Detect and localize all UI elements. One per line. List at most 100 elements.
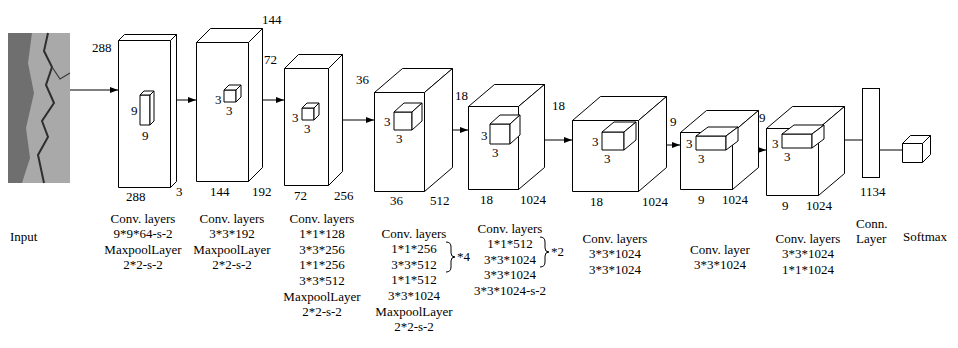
input-image: Input xyxy=(8,33,70,183)
kernel-size: 9 xyxy=(142,128,149,143)
kernel-cube xyxy=(782,125,824,148)
cube-face xyxy=(681,133,733,190)
photo-shadow xyxy=(8,33,34,183)
node-outline xyxy=(118,34,176,188)
curly-brace xyxy=(446,242,455,272)
cube-face xyxy=(726,127,738,150)
dimension-label: 72 xyxy=(294,188,307,203)
cube-face xyxy=(573,121,639,192)
cube-face xyxy=(119,35,177,41)
layer-spec: 2*2-s-2 xyxy=(123,257,163,272)
dimension-label: 288 xyxy=(126,189,146,204)
cube-face xyxy=(329,55,343,186)
feature-map: 18181024 xyxy=(572,96,666,192)
cube-face xyxy=(519,85,545,190)
layer-spec: Conv. layers xyxy=(583,231,648,246)
kernel-cube xyxy=(490,115,520,144)
dimension-label: 144 xyxy=(262,12,282,27)
layer-spec: MaxpoolLayer xyxy=(104,242,181,257)
cube-face xyxy=(314,103,319,120)
feature-map: 18181024 xyxy=(468,84,544,190)
dimension-label: 3 xyxy=(176,184,183,199)
layer-spec: 2*2-s-2 xyxy=(394,319,434,334)
layer-spec: 9*9*64-s-2 xyxy=(113,226,172,241)
dimension-label: 72 xyxy=(264,52,277,67)
feature-map: 991024 xyxy=(766,106,844,196)
cube-face xyxy=(249,29,263,182)
layer-cuboid xyxy=(903,136,931,163)
layer-cuboid xyxy=(767,107,845,196)
layer-spec: MaxpoolLayer xyxy=(283,289,360,304)
node-outline xyxy=(374,68,452,192)
layer-spec: 3*3*1024 xyxy=(589,262,641,277)
kernel-size: 3 xyxy=(226,103,233,118)
cube-face xyxy=(236,85,241,102)
layer-cuboid xyxy=(285,55,343,186)
layer-cuboid xyxy=(573,97,667,192)
layer-spec: 1*1*512 xyxy=(391,272,437,287)
cube-face xyxy=(624,122,636,150)
flow-arrow xyxy=(844,140,862,141)
node-outline xyxy=(8,33,70,183)
flow-arrow xyxy=(70,90,118,91)
dimension-label: 288 xyxy=(92,40,112,55)
layer-spec: 1*1*256 xyxy=(391,241,437,256)
kernel-cube xyxy=(302,103,319,120)
kernel-cube xyxy=(394,103,422,130)
dimension-label: 9 xyxy=(759,110,766,125)
layer-spec: 3*3*1024 xyxy=(484,267,536,282)
layer-spec: 3*3*1024 xyxy=(388,288,440,303)
node-outline xyxy=(572,96,666,192)
dimension-label: 18 xyxy=(480,192,493,207)
kernel-cube xyxy=(602,122,636,150)
dimension-label: 1024 xyxy=(642,194,668,209)
layer-cuboid xyxy=(469,85,545,190)
kernel-size: 3 xyxy=(384,114,391,129)
layer-spec: 1*1*1024 xyxy=(782,262,834,277)
kernel-size: 3 xyxy=(396,131,403,146)
kernel-size: 3 xyxy=(292,110,299,125)
cube-face xyxy=(733,111,759,190)
cube-face xyxy=(923,136,931,163)
dimension-label: 192 xyxy=(252,184,272,199)
fc-layer: 1134Conn. Layer xyxy=(862,88,880,178)
cube-face xyxy=(696,136,726,150)
flow-arrow xyxy=(544,140,572,141)
feature-map: 2882883 xyxy=(118,34,176,188)
layer-spec: MaxpoolLayer xyxy=(193,242,270,257)
cube-face xyxy=(510,115,520,144)
layer-spec: 3*3*192 xyxy=(209,226,255,241)
flow-arrow xyxy=(666,145,680,146)
flow-arrow xyxy=(452,130,468,131)
layer-spec: 3*3*1024 xyxy=(694,257,746,272)
cube-face xyxy=(224,90,236,102)
cube-face xyxy=(375,93,425,192)
crack-line xyxy=(52,67,70,79)
node-outline xyxy=(766,106,844,196)
cube-face xyxy=(119,41,171,188)
flow-arrow xyxy=(342,120,374,121)
dimension-label: Conn. Layer xyxy=(856,216,896,246)
layer-spec: 3*3*1024 xyxy=(782,246,834,261)
dimension-label: 144 xyxy=(210,184,230,199)
cube-face xyxy=(150,91,154,125)
layer-spec: 3*3*1024 xyxy=(589,246,641,261)
dimension-label: 9 xyxy=(782,198,789,213)
layer-spec: *2 xyxy=(551,244,564,259)
layer-spec: 3*3*1024-s-2 xyxy=(474,283,546,298)
dimension-label: Softmax xyxy=(903,229,947,244)
layer-spec: 3*3*512 xyxy=(391,257,437,272)
dimension-label: 9 xyxy=(670,114,677,129)
cube-face xyxy=(171,35,177,188)
cube-face xyxy=(639,97,667,192)
kernel-size: 3 xyxy=(772,136,779,151)
kernel-size: 3 xyxy=(604,151,611,166)
layer-spec: 3*3*512 xyxy=(299,273,345,288)
kernel-size: 3 xyxy=(304,121,311,136)
dimension-label: 18 xyxy=(590,194,603,209)
dimension-label: 18 xyxy=(455,88,468,103)
kernel-size: 3 xyxy=(215,92,222,107)
flow-arrow xyxy=(176,100,196,101)
kernel-size: 3 xyxy=(784,149,791,164)
